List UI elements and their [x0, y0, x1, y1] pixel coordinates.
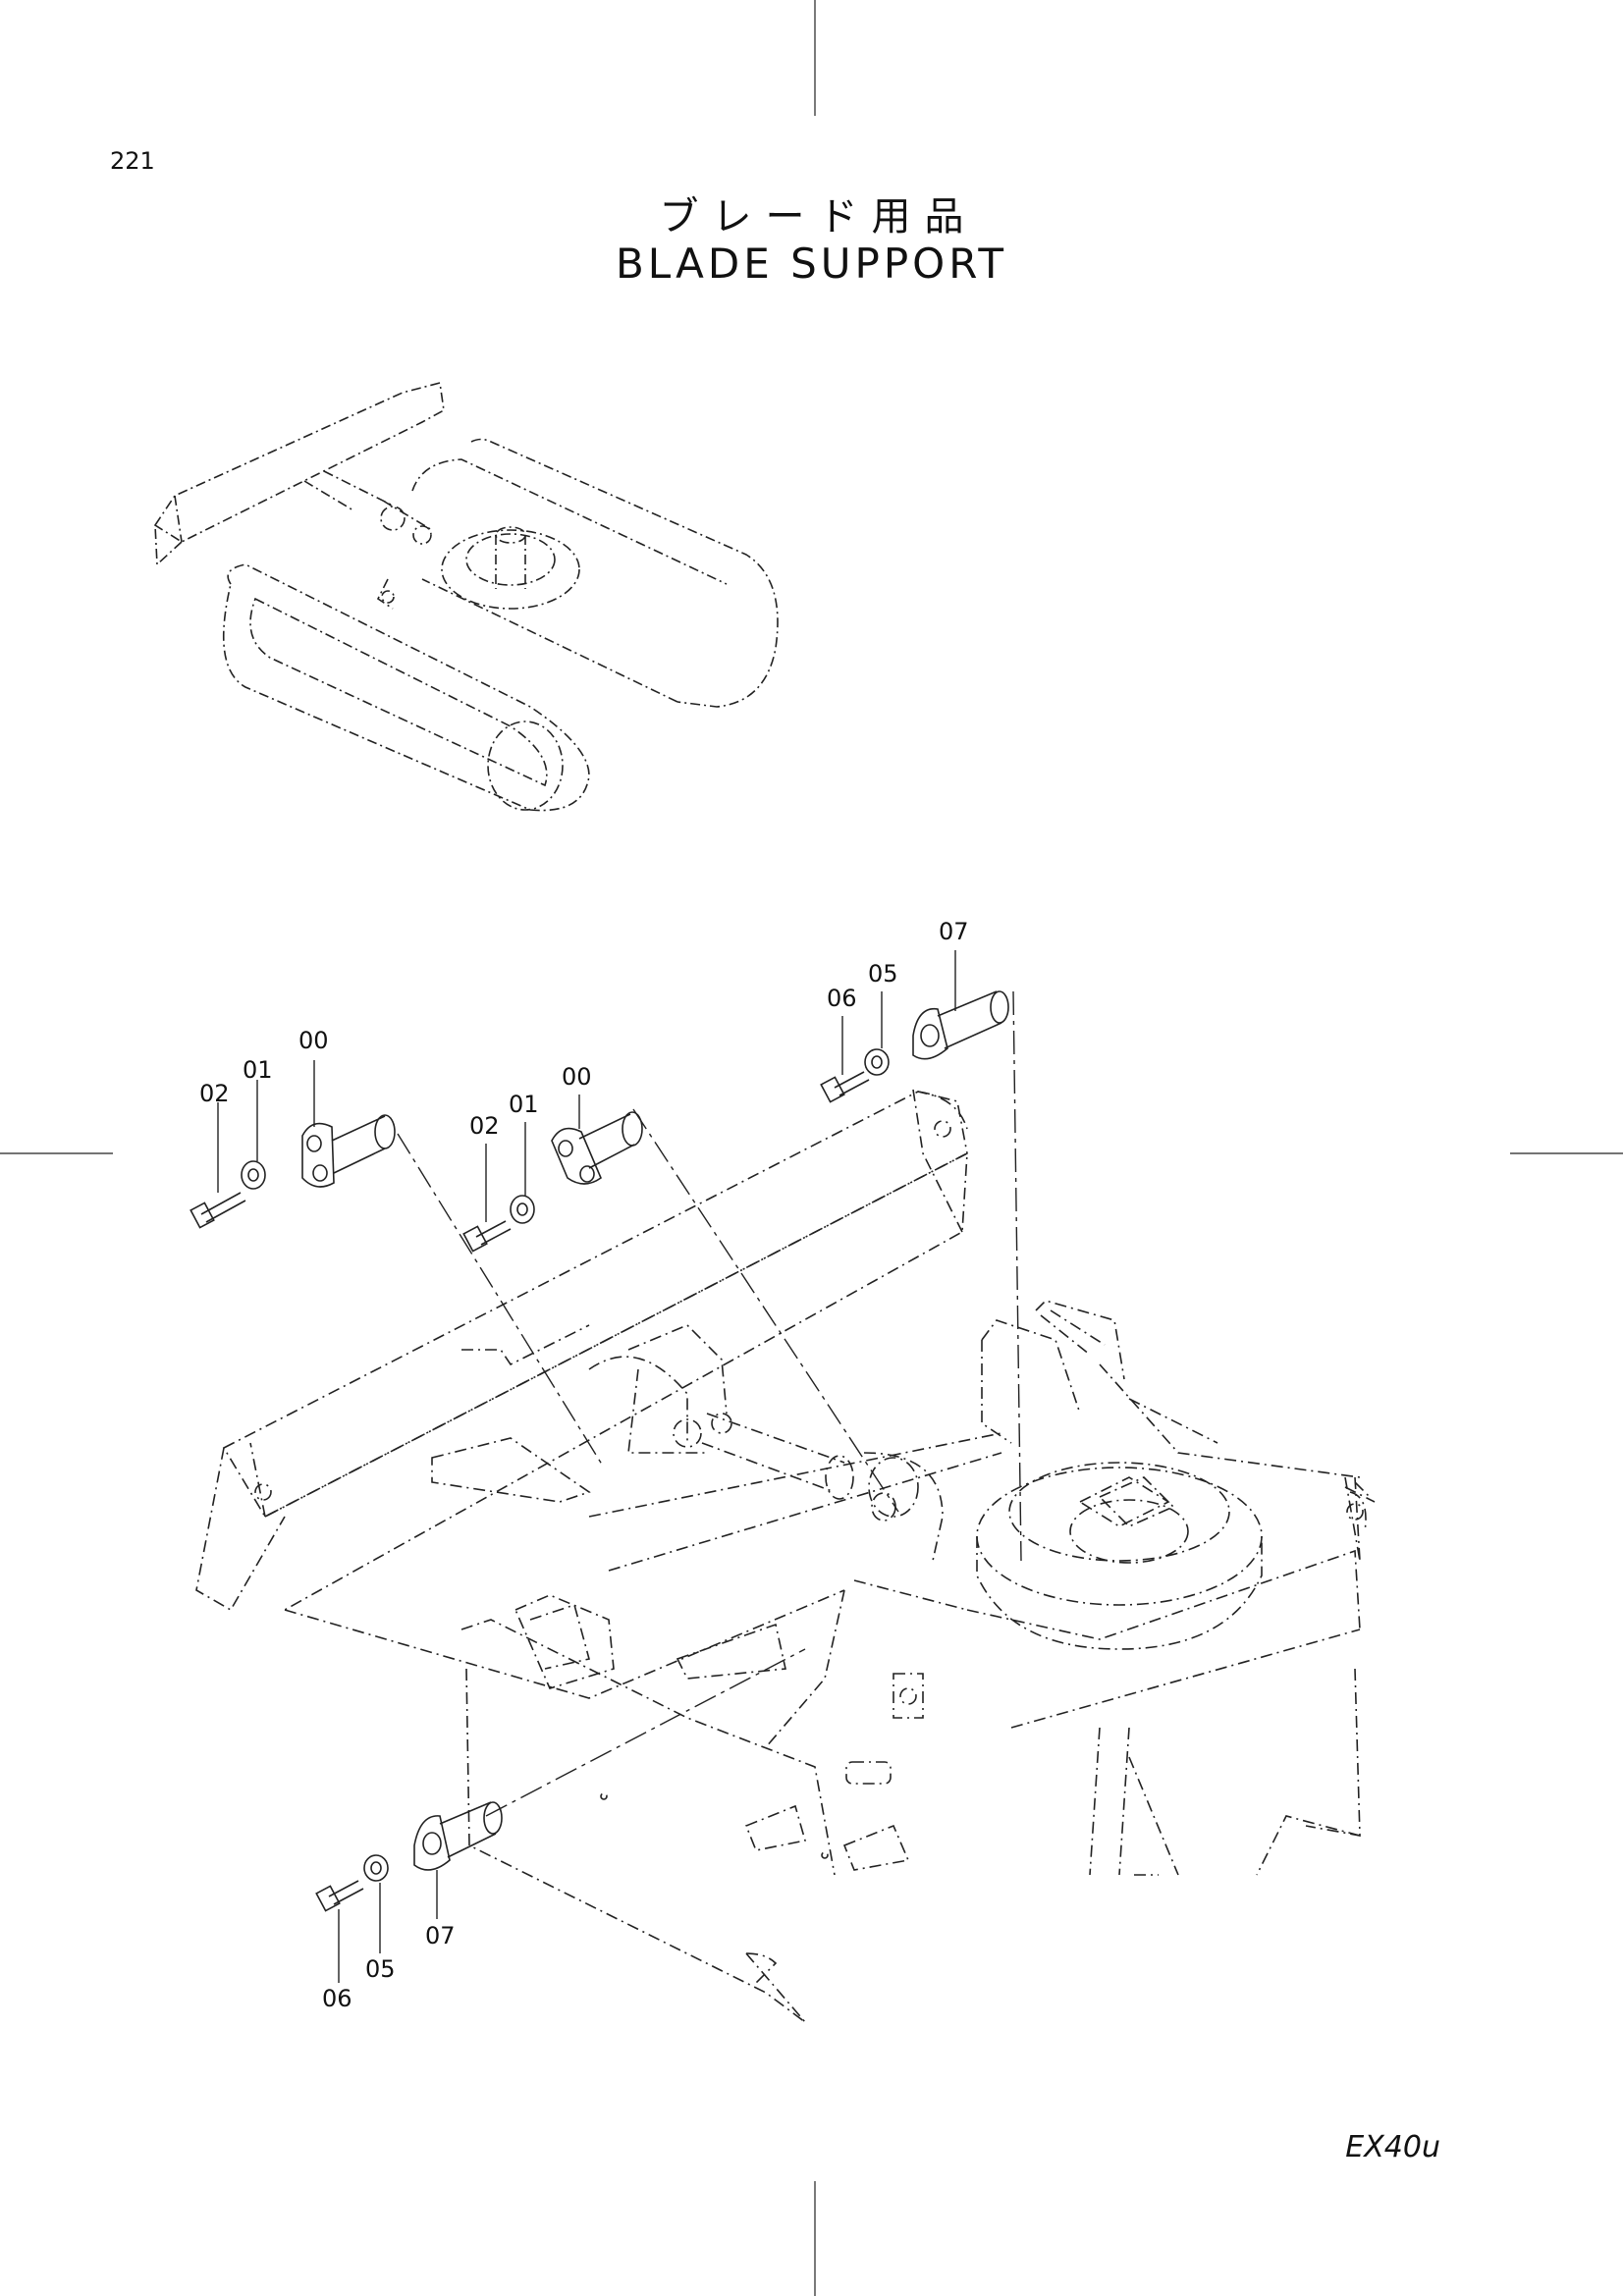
assembly-leader-lines	[397, 990, 1022, 1817]
callout-02-b: 02	[469, 1112, 500, 1140]
page-number: 221	[110, 147, 155, 175]
callout-05-d: 05	[365, 1955, 396, 1983]
pin-assembly-c	[820, 990, 1009, 1103]
washer-05-c	[864, 1048, 890, 1076]
washer-01-b	[510, 1195, 535, 1224]
bolt-06-c	[820, 1071, 870, 1103]
washer-05-d	[363, 1854, 389, 1882]
callout-leaders	[217, 950, 956, 1983]
callout-00-a: 00	[298, 1027, 329, 1054]
pin-assembly-a	[189, 1114, 396, 1229]
pin-07-c	[912, 990, 1009, 1060]
bolt-06-d	[315, 1880, 364, 1912]
pin-assembly-d	[315, 1801, 503, 1912]
overview-machine-sketch	[153, 381, 779, 812]
callout-00-b: 00	[562, 1063, 592, 1091]
bolt-02-b	[462, 1220, 512, 1253]
page-title-japanese: ブレード用品	[659, 194, 978, 240]
pin-00-a	[301, 1114, 396, 1188]
callout-05-c: 05	[868, 960, 898, 988]
page-title-english: BLADE SUPPORT	[615, 240, 1008, 288]
callout-01-b: 01	[509, 1091, 539, 1118]
bolt-02-a	[189, 1192, 246, 1229]
callout-01-a: 01	[243, 1056, 273, 1084]
pin-00-b	[551, 1111, 643, 1185]
callout-06-c: 06	[827, 985, 857, 1012]
callout-06-d: 06	[322, 1985, 352, 2012]
washer-01-a	[241, 1160, 266, 1190]
callout-02-a: 02	[199, 1080, 230, 1107]
blade-frame	[195, 1089, 1376, 2023]
callout-07-d: 07	[425, 1922, 456, 1949]
callout-07-c: 07	[939, 918, 969, 945]
pin-assembly-b	[462, 1111, 643, 1253]
pin-07-d	[413, 1801, 503, 1871]
model-code: EX40u	[1345, 2130, 1440, 2164]
